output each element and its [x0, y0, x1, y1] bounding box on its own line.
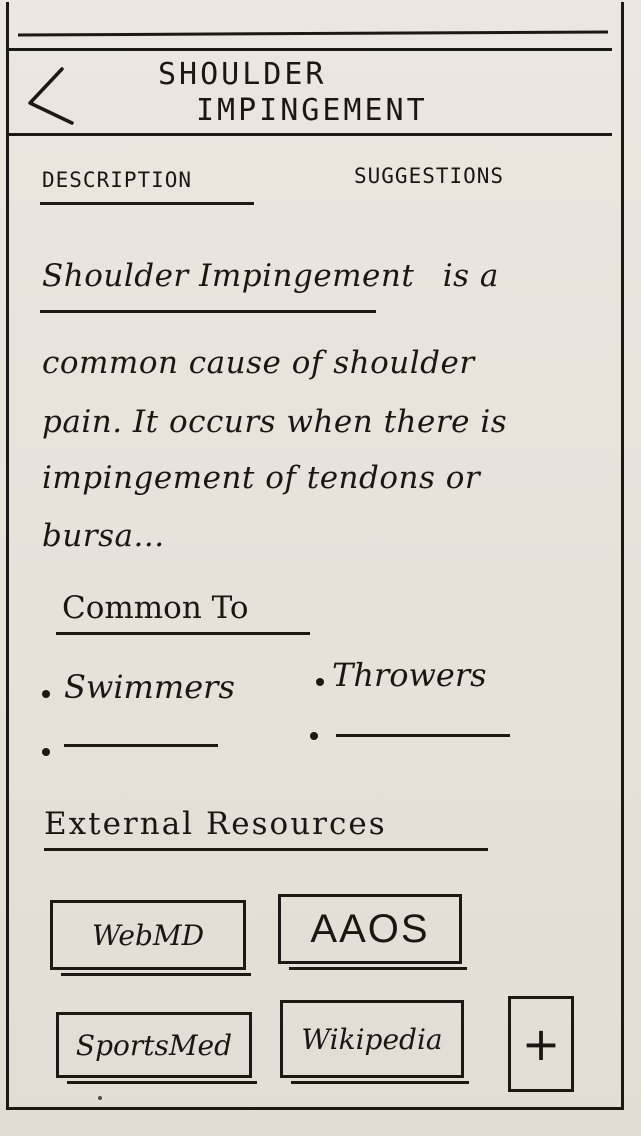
bullet-dot	[42, 748, 50, 756]
chevron-left-icon	[28, 67, 74, 125]
bullet-dot	[316, 678, 324, 686]
app-header: SHOULDER IMPINGEMENT	[8, 48, 612, 136]
webmd-button[interactable]: WebMD	[50, 900, 251, 976]
bullet-dot	[42, 690, 50, 698]
description-term-underline	[40, 310, 376, 313]
page-title-line1: SHOULDER	[158, 57, 327, 92]
back-button[interactable]	[22, 65, 82, 125]
page-title-line2: IMPINGEMENT	[196, 93, 428, 128]
add-resource-button[interactable]: +	[508, 996, 574, 1092]
description-first-line: Shoulder Impingement is a	[42, 258, 499, 294]
plus-icon: +	[521, 1017, 561, 1071]
description-after-term: is a	[442, 258, 499, 294]
external-resources-heading: External Resources	[44, 806, 387, 842]
common-to-item: Throwers	[332, 656, 487, 694]
description-term: Shoulder Impingement	[42, 258, 415, 294]
phone-frame	[6, 2, 624, 1110]
paper-speck	[98, 1096, 102, 1100]
tab-description-underline	[40, 202, 254, 205]
external-resources-underline	[44, 848, 488, 851]
sportsmed-button[interactable]: SportsMed	[56, 1012, 257, 1084]
common-to-item-blank	[64, 744, 218, 747]
description-line: pain. It occurs when there is	[42, 404, 508, 440]
common-to-underline	[56, 632, 310, 635]
common-to-item: Swimmers	[64, 668, 235, 706]
bullet-dot	[310, 732, 318, 740]
description-line: bursa...	[42, 518, 165, 554]
description-line: common cause of shoulder	[42, 345, 475, 381]
aaos-button[interactable]: AAOS	[278, 894, 467, 970]
wikipedia-button[interactable]: Wikipedia	[280, 1000, 469, 1084]
common-to-heading: Common To	[62, 590, 249, 626]
page-title: SHOULDER IMPINGEMENT	[138, 57, 538, 129]
common-to-item-blank	[336, 734, 510, 737]
tab-suggestions[interactable]: SUGGESTIONS	[354, 164, 505, 188]
description-line: impingement of tendons or	[42, 460, 481, 496]
tab-description[interactable]: DESCRIPTION	[42, 168, 193, 192]
